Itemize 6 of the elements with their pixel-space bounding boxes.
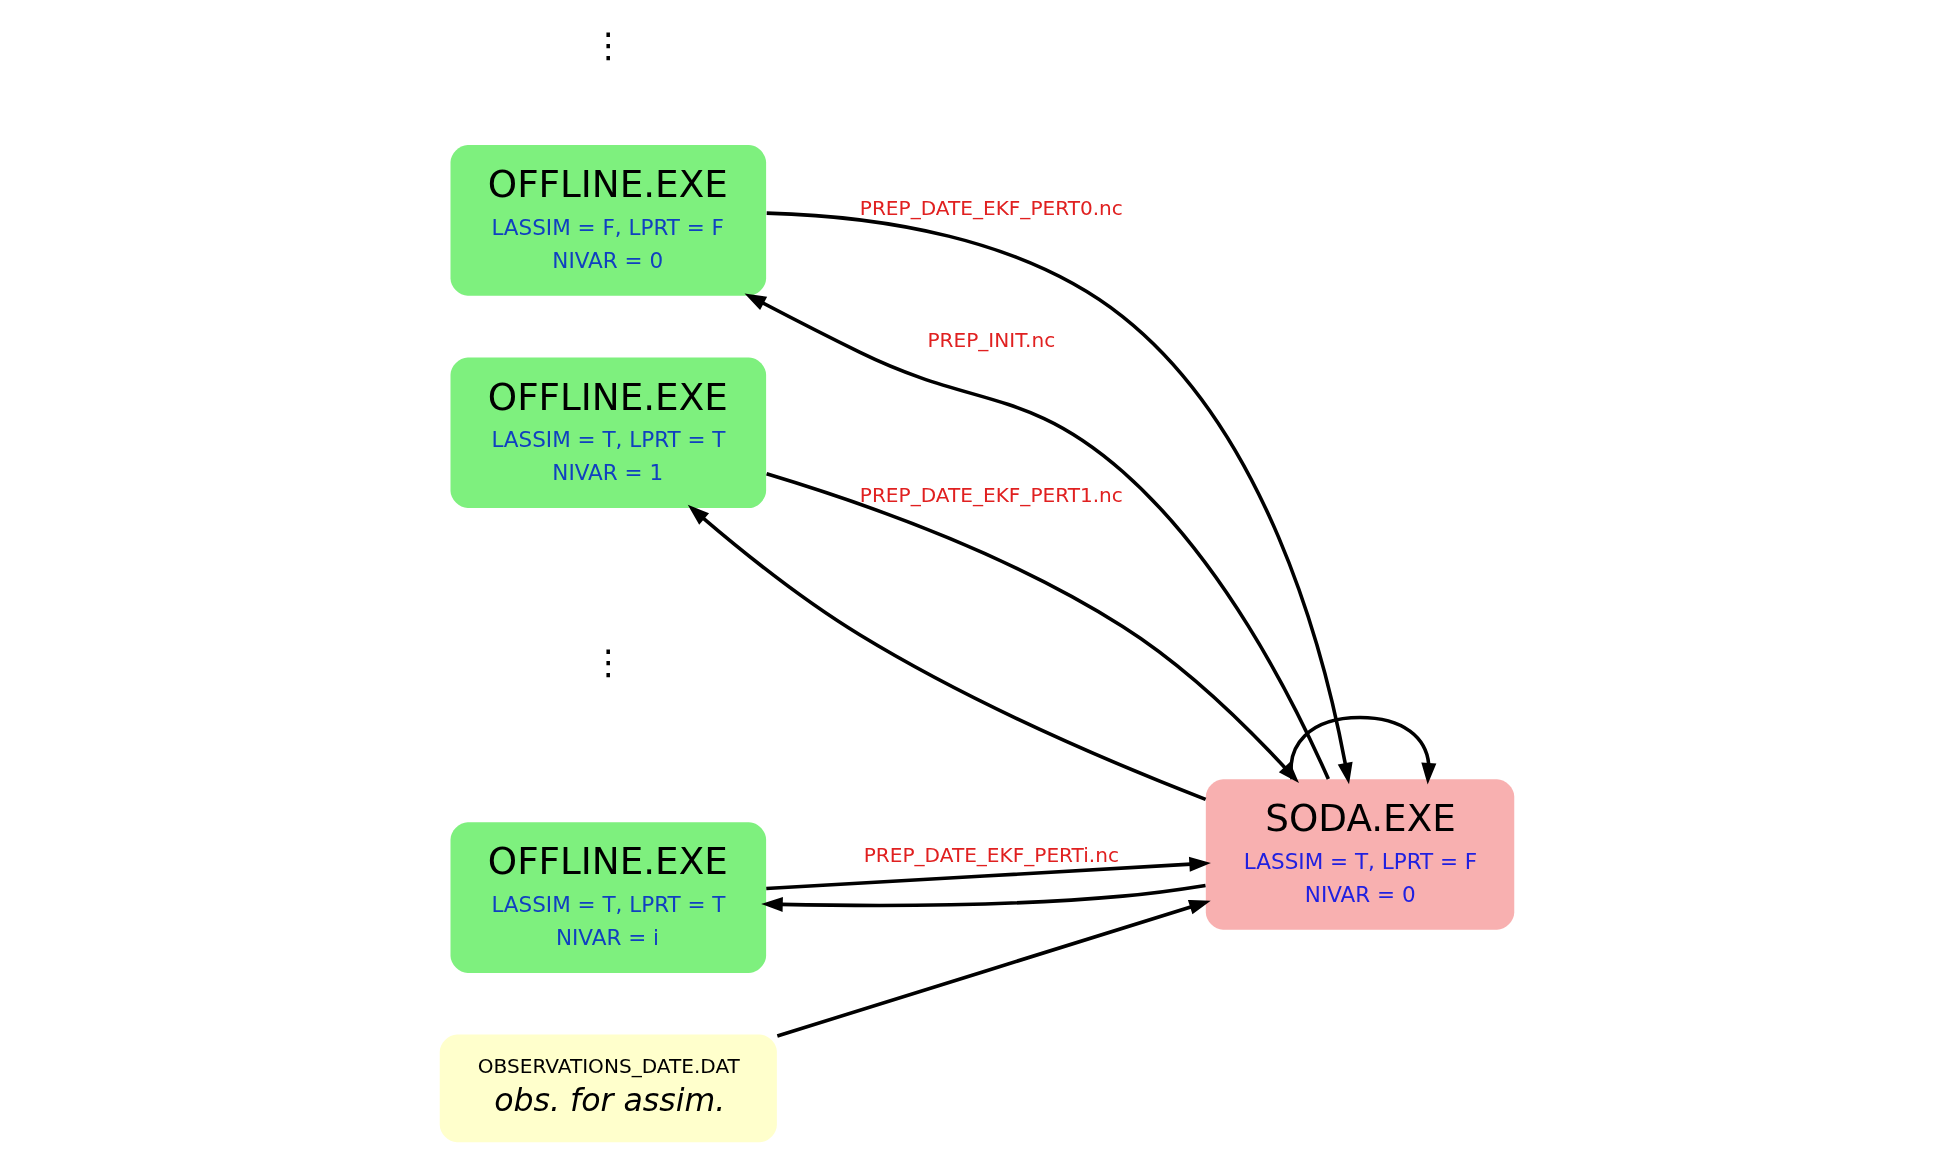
label: ⋮ bbox=[590, 25, 626, 66]
label: ⋮ bbox=[590, 642, 626, 683]
edge-label: PREP_DATE_EKF_PERTi.nc bbox=[863, 842, 1119, 867]
edge-label: PREP_DATE_EKF_PERT0.nc bbox=[859, 195, 1123, 220]
edge-label: PREP_DATE_EKF_PERT1.nc bbox=[859, 482, 1123, 507]
edge-label: PREP_INIT.nc bbox=[926, 327, 1055, 352]
